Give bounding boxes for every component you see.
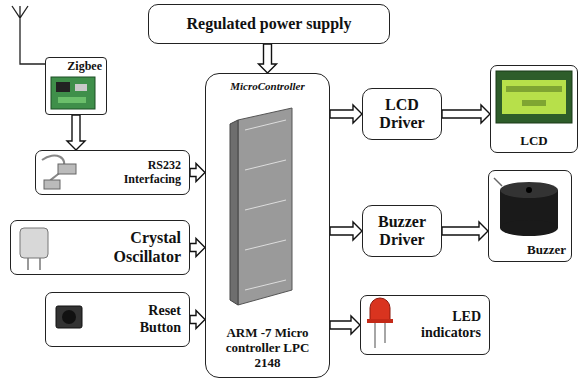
node-label: RS232 Interfacing: [101, 159, 181, 187]
block-arrow: [259, 44, 277, 73]
node-label: LCD: [520, 134, 547, 149]
push-button: [56, 306, 82, 328]
node-label: Crystal Oscillator: [91, 229, 181, 266]
block-arrow: [330, 222, 362, 240]
interface-box: RS232 Interfacing: [35, 150, 190, 195]
block-arrow: [330, 105, 362, 123]
buzzer-box: Buzzer: [488, 170, 572, 262]
reset-box: Reset Button: [45, 292, 190, 347]
driver-box: Buzzer Driver: [362, 205, 442, 257]
oscillator-box: Crystal Oscillator: [10, 220, 190, 275]
node-label: Buzzer Driver: [370, 213, 434, 250]
indicator-box: LED indicators: [360, 295, 490, 355]
node-label: Regulated power supply: [186, 15, 351, 33]
node-label: ARM -7 Micro controller LPC 2148: [218, 326, 318, 371]
microcontroller-box: MicroControllerARM -7 Micro controller L…: [205, 73, 330, 378]
lcd-box: LCD: [490, 65, 578, 153]
block-arrow: [442, 222, 488, 240]
block-arrow: [330, 316, 360, 334]
zigbee-module: [51, 77, 95, 109]
chip-illustration: [230, 108, 292, 305]
node-label: LCD Driver: [370, 96, 434, 133]
block-arrow: [190, 239, 205, 257]
node-label: Zigbee: [67, 60, 102, 74]
lcd-module: [496, 71, 572, 123]
block-arrow: [442, 105, 490, 123]
led-illustration: [367, 298, 393, 348]
heading-text: MicroController: [230, 80, 305, 93]
antenna-wire: [12, 6, 45, 64]
rs232-cable: [42, 155, 76, 189]
node-label: LED indicators: [409, 309, 481, 341]
block-arrow: [67, 115, 85, 150]
zigbee-box: Zigbee: [45, 57, 107, 115]
block-arrow: [190, 164, 205, 182]
buzzer-illustration: [494, 178, 558, 236]
driver-box: LCD Driver: [362, 88, 442, 140]
node-label: Reset Button: [121, 303, 181, 335]
block-arrow: [190, 311, 205, 329]
power-box: Regulated power supply: [148, 4, 390, 44]
crystal-oscillator: [20, 228, 48, 270]
node-label: Buzzer: [527, 243, 566, 258]
